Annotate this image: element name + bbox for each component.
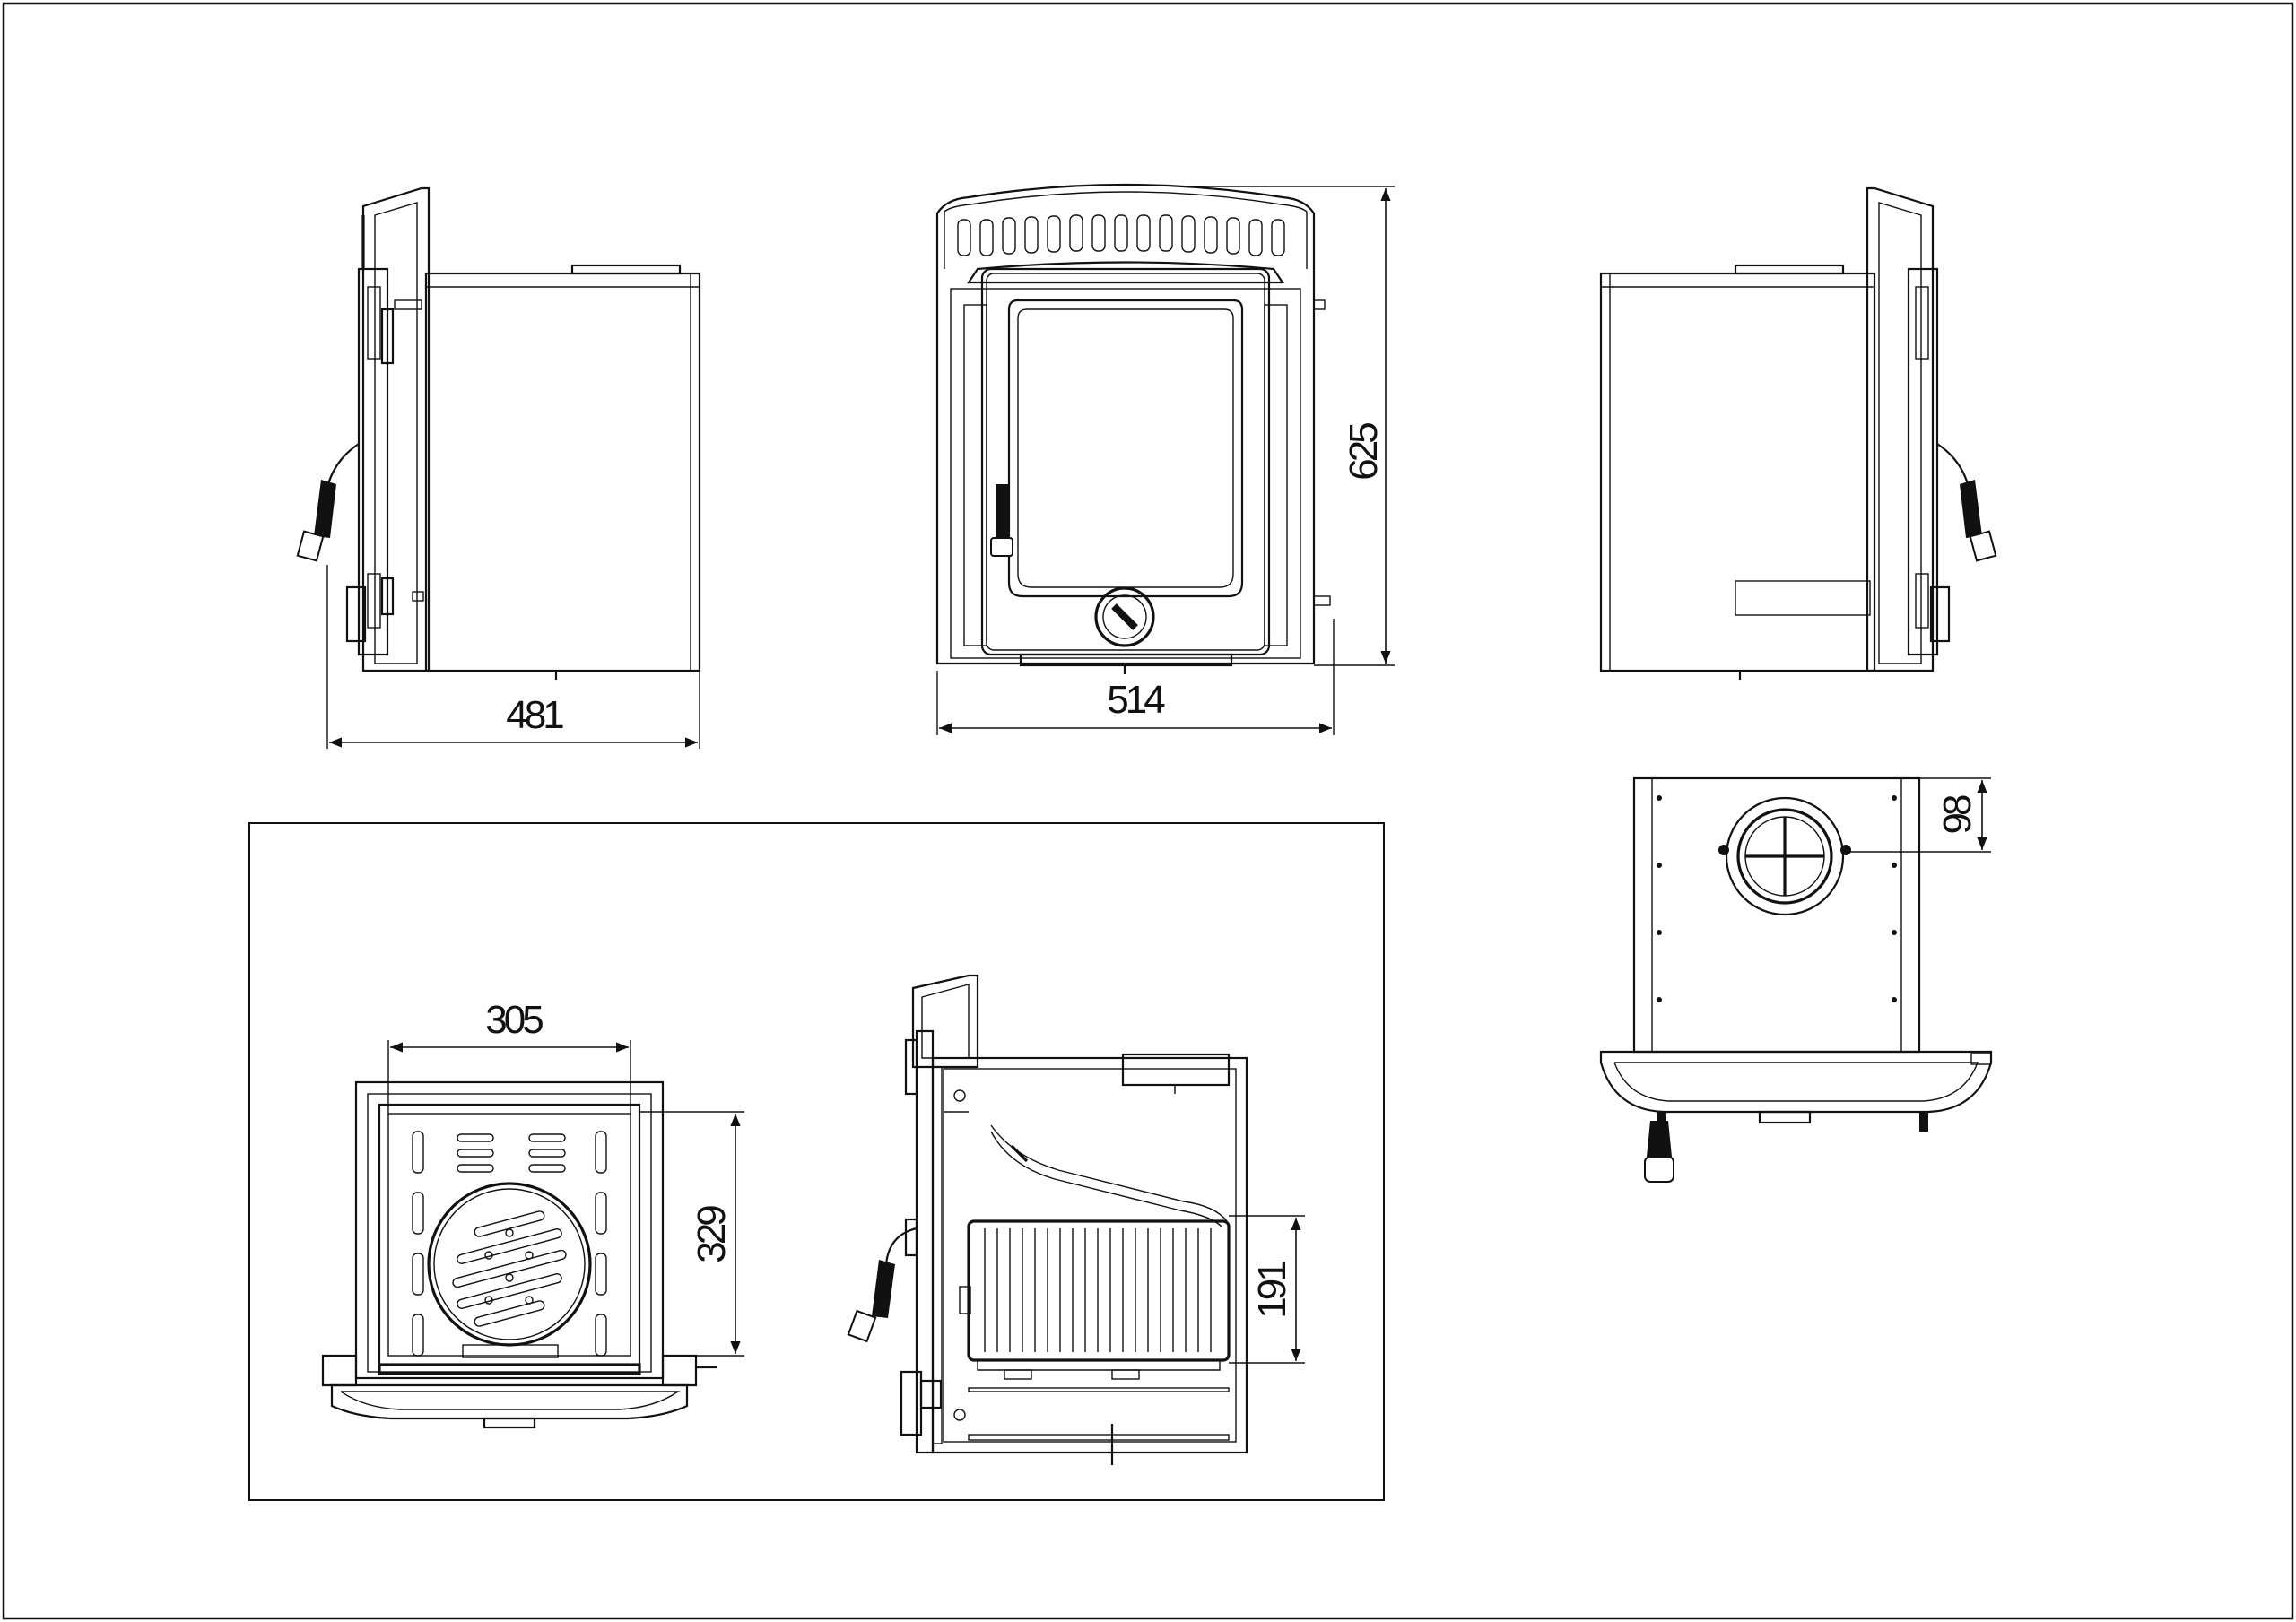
label-firebox-width: 305 bbox=[485, 998, 543, 1042]
dim-firebox-height: 329 bbox=[639, 1111, 744, 1357]
dim-grate-height: 191 bbox=[1229, 1215, 1305, 1364]
dim-front-height: 625 bbox=[1184, 186, 1395, 666]
dim-front-width: 514 bbox=[936, 619, 1335, 735]
grate-bars bbox=[452, 1210, 567, 1327]
top-view bbox=[1599, 776, 1993, 1183]
dim-top-flue-offset: 98 bbox=[1846, 777, 1991, 853]
front-view bbox=[935, 183, 1331, 674]
left-side-view bbox=[296, 186, 701, 680]
label-front-width: 514 bbox=[1107, 678, 1165, 722]
front-section-view bbox=[321, 1080, 718, 1429]
label-side-depth: 481 bbox=[506, 693, 563, 737]
detail-frame bbox=[248, 822, 1385, 1501]
label-firebox-height: 329 bbox=[690, 1206, 734, 1263]
front-vent-slots bbox=[957, 214, 1285, 256]
label-grate-height: 191 bbox=[1250, 1262, 1294, 1319]
label-front-height: 625 bbox=[1342, 423, 1386, 481]
dim-firebox-width: 305 bbox=[387, 998, 631, 1114]
label-top-flue-offset: 98 bbox=[1935, 795, 1979, 834]
firebox-slots bbox=[412, 1131, 607, 1357]
right-side-view bbox=[1599, 186, 1997, 680]
dim-side-depth: 481 bbox=[326, 565, 700, 749]
side-section-view bbox=[847, 974, 1248, 1465]
firebrick-ribs bbox=[984, 1228, 1212, 1352]
